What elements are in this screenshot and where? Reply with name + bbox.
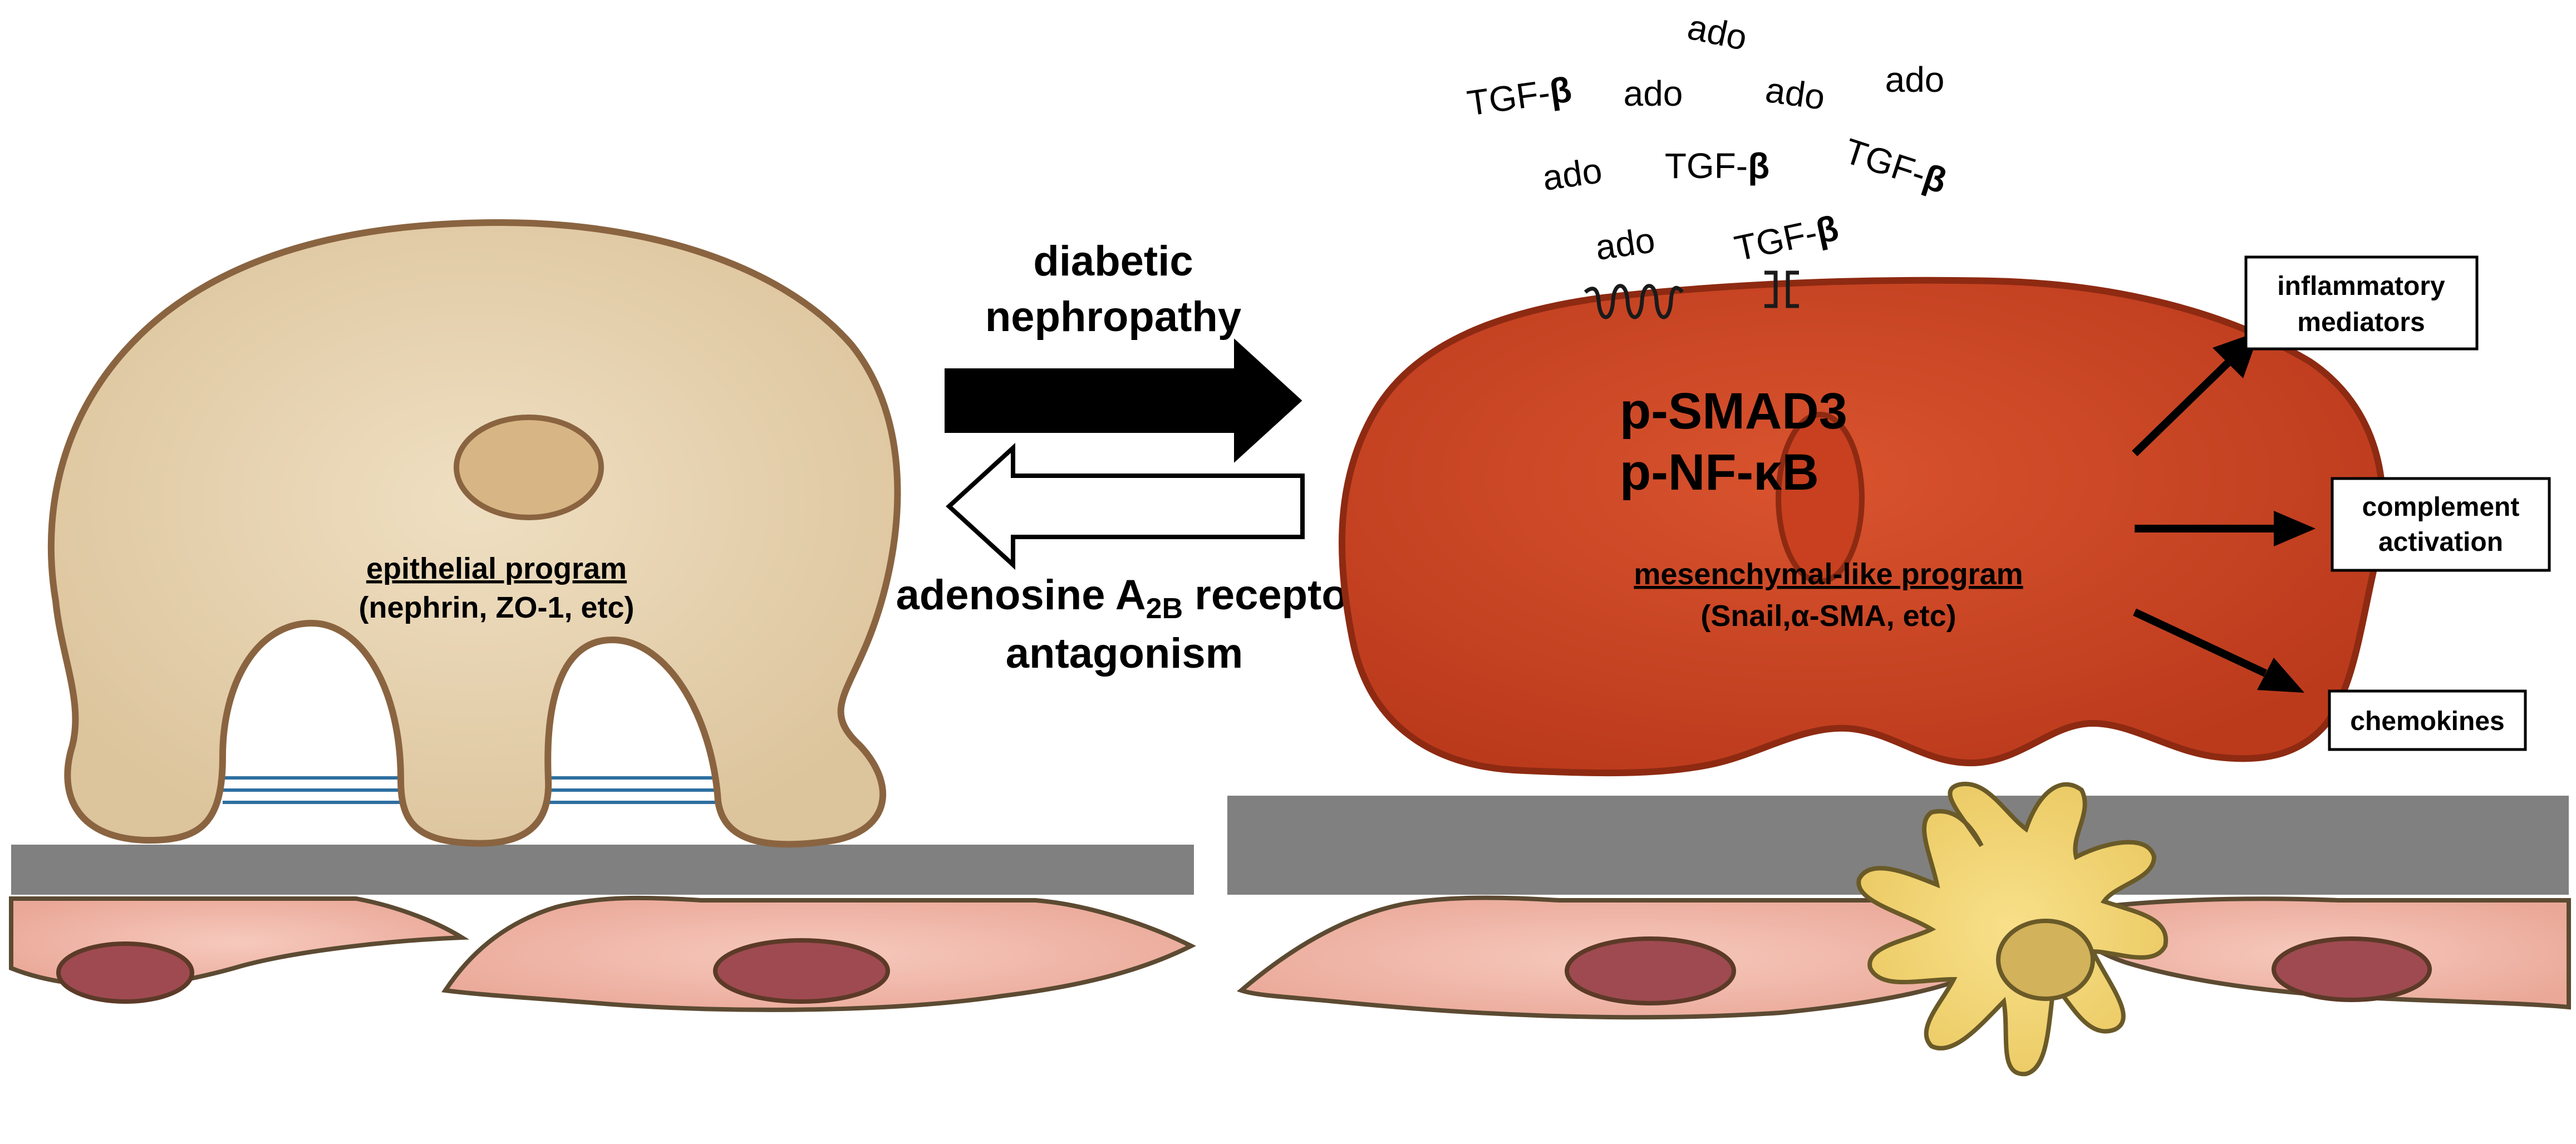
output-box-inflammatory: inflammatory mediators (2244, 255, 2479, 351)
ligand-ado-3: ado (1763, 70, 1827, 117)
ligand-ado-1: ado (1684, 7, 1751, 58)
forward-label-line1: diabetic (1033, 238, 1193, 285)
slit-diaphragm-right (548, 776, 718, 804)
endothelial-nucleus-left-1 (56, 941, 194, 1004)
basement-membrane-left (11, 845, 1194, 895)
adenosine-receptor-icon (1584, 284, 1684, 319)
output-box-complement-line2: activation (2378, 527, 2503, 557)
ligand-cloud: ado ado ado ado ado ado TGF-β TGF-β TGF-… (1464, 7, 1951, 269)
reversal-arrow (946, 442, 1305, 570)
epithelial-program-title: epithelial program (366, 552, 627, 585)
ligand-ado-2: ado (1624, 73, 1683, 114)
slit-diaphragm-left (223, 776, 401, 804)
endothelial-nucleus-left-2 (713, 938, 890, 1004)
ligand-tgf-beta-4: TGF-β (1731, 208, 1842, 269)
reverse-label-line1-b: receptor (1183, 571, 1364, 619)
healthy-podocyte-cell (47, 219, 901, 848)
ligand-ado-4: ado (1885, 60, 1945, 100)
signal-p-smad3: p-SMAD3 (1620, 383, 1847, 440)
output-box-inflammatory-line2: mediators (2297, 308, 2425, 337)
tgf-prefix-2: TGF- (1665, 146, 1748, 186)
arrowhead-complement (2274, 511, 2316, 546)
reverse-label-subscript: 2B (1146, 593, 1183, 625)
output-box-complement-line1: complement (2362, 492, 2520, 522)
reverse-label-line1: adenosine A2B receptor (896, 571, 1364, 625)
forward-label-line2: nephropathy (985, 293, 1241, 341)
endothelial-nucleus-right-2 (2272, 936, 2432, 1002)
output-box-inflammatory-line1: inflammatory (2277, 272, 2445, 301)
reverse-label-line1-a: adenosine A (896, 571, 1146, 619)
ligand-tgf-beta-3: TGF-β (1840, 131, 1951, 201)
ligand-ado-5: ado (1540, 150, 1605, 198)
healthy-podocyte-nucleus (454, 415, 604, 520)
ligand-ado-6: ado (1593, 220, 1658, 268)
reverse-label-line2: antagonism (1006, 630, 1243, 677)
injured-podocyte-nucleus (1776, 412, 1865, 584)
disease-progression-arrow (945, 338, 1302, 463)
epithelial-program-detail: (nephrin, ZO-1, etc) (358, 591, 634, 624)
injured-podocyte-cell (1338, 277, 2386, 777)
arrow-to-chemokines (2133, 608, 2267, 677)
output-box-chemokines-label: chemokines (2350, 707, 2504, 736)
arrowhead-chemokines (2257, 658, 2304, 693)
tgf-beta-symbol-2: β (1748, 146, 1769, 186)
mesenchymal-program-detail: (Snail,α-SMA, etc) (1700, 599, 1956, 633)
mesenchymal-program-title: mesenchymal-like program (1634, 558, 2023, 591)
endothelial-nucleus-right-1 (1565, 936, 1736, 1005)
tgf-prefix-4: TGF- (1731, 212, 1821, 268)
output-box-chemokines: chemokines (2328, 689, 2527, 751)
arrow-to-inflammatory (2132, 356, 2235, 457)
tgf-prefix-1: TGF- (1464, 72, 1552, 124)
tgf-beta-receptor-icon (1764, 270, 1799, 308)
tgf-prefix-3: TGF- (1840, 131, 1931, 195)
output-arrows (2132, 331, 2316, 693)
immune-cell-nucleus (1996, 919, 2095, 1001)
ligand-tgf-beta-2: TGF-β (1665, 146, 1769, 186)
signal-p-nf-kb: p-NF-κB (1620, 444, 1819, 501)
ligand-tgf-beta-1: TGF-β (1464, 69, 1574, 124)
output-box-complement: complement activation (2331, 477, 2551, 572)
